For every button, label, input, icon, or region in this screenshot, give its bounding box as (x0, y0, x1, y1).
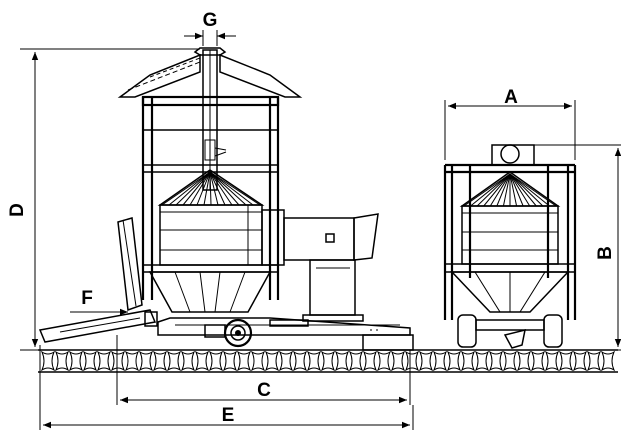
cone-rib (509, 173, 531, 207)
cone-rib (209, 171, 226, 206)
ground-stone (40, 350, 56, 372)
dimension-label-a: A (504, 87, 518, 108)
cone-rib (203, 171, 211, 206)
cone-rib (463, 173, 511, 207)
cone-rib (509, 173, 550, 207)
cone-rib (509, 173, 518, 207)
front-cone-ribs (463, 173, 557, 207)
dimension-lines (20, 30, 621, 430)
ground-stone (362, 350, 378, 372)
ground-stone (166, 350, 182, 372)
ground-stone (180, 350, 196, 372)
discharge-hopper (148, 271, 272, 313)
ground-stone (334, 350, 350, 372)
cone-rib (470, 173, 511, 207)
ground-stone (572, 350, 588, 372)
ground-stone (474, 350, 490, 372)
dimension-label-g: G (203, 10, 218, 31)
ground-stone (502, 350, 518, 372)
dimension-label-c: C (257, 380, 271, 401)
cone-rib (209, 171, 261, 206)
cone-rib (209, 171, 233, 206)
ground-stone (516, 350, 532, 372)
ground-stone (418, 350, 434, 372)
cone-rib (209, 171, 254, 206)
ground-stone (194, 350, 210, 372)
ground-stone (110, 350, 126, 372)
cone-rib (496, 173, 511, 207)
ground-stone (488, 350, 504, 372)
ground-stone (208, 350, 224, 372)
ground-stone (376, 350, 392, 372)
cone-rib (476, 173, 511, 207)
ground-stone (432, 350, 448, 372)
ground-stone (138, 350, 154, 372)
main-dryer-side-view (38, 47, 414, 351)
ground-stone (600, 350, 616, 372)
ground-stone (82, 350, 98, 372)
ground (38, 349, 618, 373)
cone-rib (168, 171, 211, 206)
cone-rib (189, 171, 211, 206)
cone-rib (509, 173, 544, 207)
cone-rib (196, 171, 211, 206)
cone-rib (209, 171, 240, 206)
cone-rib (502, 173, 511, 207)
ground-stone (404, 350, 420, 372)
ground-stone (96, 350, 112, 372)
ground-stone (278, 350, 294, 372)
ground-stone (222, 350, 238, 372)
cone-rib (175, 171, 211, 206)
cone-rib (509, 173, 537, 207)
cone-rib (509, 173, 557, 207)
ground-stone (306, 350, 322, 372)
blower-stand (302, 259, 364, 322)
ground-stones (40, 350, 616, 372)
drying-chamber (157, 169, 265, 266)
ground-stone (292, 350, 308, 372)
cone-rib (161, 171, 211, 206)
cone-rib (182, 171, 211, 206)
dimension-label-b: B (595, 246, 616, 260)
cone-rib (209, 171, 212, 206)
ground-stone (250, 350, 266, 372)
ground-stone (460, 350, 476, 372)
ground-stone (544, 350, 560, 372)
ground-stone (348, 350, 364, 372)
ground-stone (558, 350, 574, 372)
cone-rib (209, 171, 247, 206)
ground-stone (320, 350, 336, 372)
cone-rib (509, 173, 524, 207)
ground-stone (264, 350, 280, 372)
dimension-label-e: E (222, 405, 235, 426)
ground-stone (152, 350, 168, 372)
ground-stone (390, 350, 406, 372)
ground-stone (586, 350, 602, 372)
loading-auger (38, 217, 158, 343)
ground-stone (124, 350, 140, 372)
central-flue (202, 49, 227, 191)
ground-stone (530, 350, 546, 372)
ground-stone (68, 350, 84, 372)
dimension-label-f: F (81, 288, 93, 309)
ground-stone (54, 350, 70, 372)
dimension-label-d: D (7, 203, 28, 217)
ground-stone (446, 350, 462, 372)
ground-stone (236, 350, 252, 372)
dryer-front-view (443, 144, 577, 349)
roof (117, 47, 303, 98)
chassis (157, 317, 414, 351)
burner-housing (261, 209, 379, 266)
cone-rib (489, 173, 511, 207)
cone-rib (483, 173, 511, 207)
cone-rib (209, 171, 219, 206)
cone-ribs (161, 171, 261, 206)
